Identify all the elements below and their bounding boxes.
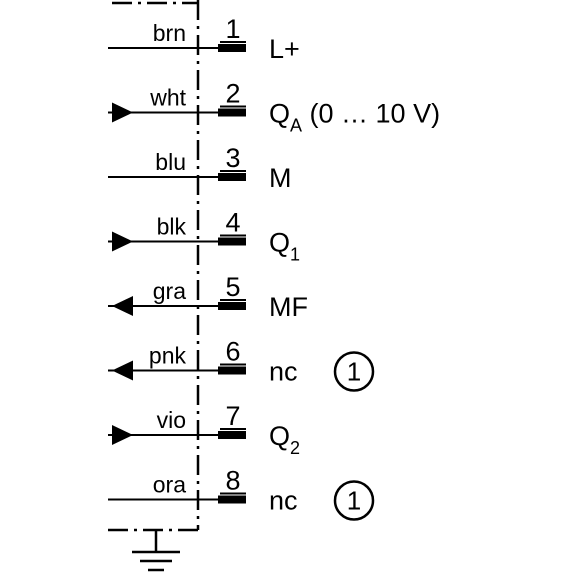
arrow-out-icon xyxy=(112,296,133,316)
contact-bar xyxy=(218,237,246,246)
contact-bar xyxy=(218,495,246,504)
pin-row-3: blu 3M xyxy=(108,143,292,193)
contact-bar xyxy=(218,108,246,117)
pin-row-8: ora 8 nc 1 xyxy=(108,466,375,521)
pin-number: 6 xyxy=(225,337,240,367)
footnote-number: 1 xyxy=(347,486,361,516)
pin-number: 5 xyxy=(225,272,240,302)
ground-icon xyxy=(132,530,180,572)
pin-number: 1 xyxy=(225,14,240,44)
arrow-out-icon xyxy=(112,360,133,381)
contact-bar xyxy=(218,173,246,181)
signal-name: nc xyxy=(269,486,298,516)
pin-row-6: pnk 6 nc 1 xyxy=(108,337,375,392)
pin-number: 4 xyxy=(225,208,240,238)
contact-bar xyxy=(218,366,246,375)
arrow-in-icon xyxy=(112,102,133,123)
signal-name: Q2 xyxy=(269,421,300,458)
pin-number: 2 xyxy=(225,79,240,109)
pin-number: 3 xyxy=(225,143,240,173)
wire-color-label: brn xyxy=(153,20,186,46)
wire-color-label: gra xyxy=(153,278,186,304)
arrow-in-icon xyxy=(112,425,133,445)
pin-row-7: vio 7Q2 xyxy=(108,401,300,458)
housing-outline xyxy=(108,0,200,532)
wire-color-label: vio xyxy=(157,407,186,433)
arrow-in-icon xyxy=(112,231,133,252)
pin-row-1: brn 1L+ xyxy=(108,14,300,64)
wire-color-label: blu xyxy=(155,149,186,175)
wire-color-label: blk xyxy=(157,214,187,240)
contact-bar xyxy=(218,44,246,52)
pin-number: 7 xyxy=(225,401,240,431)
wire-color-label: pnk xyxy=(149,343,187,369)
contact-bar xyxy=(218,302,246,310)
pin-row-4: blk 4Q1 xyxy=(108,208,300,265)
pin-row-2: wht 2 QA (0 … 10 V) xyxy=(108,79,440,136)
signal-name: nc xyxy=(269,357,298,387)
signal-name: M xyxy=(269,163,292,193)
pin-number: 8 xyxy=(225,466,240,496)
footnote-circle-icon xyxy=(333,480,375,521)
signal-name: MF xyxy=(269,292,308,322)
signal-name: Q1 xyxy=(269,228,300,265)
wire-color-label: ora xyxy=(153,472,186,498)
contact-bar xyxy=(218,431,246,439)
wire-color-label: wht xyxy=(149,85,186,111)
footnote-number: 1 xyxy=(347,357,361,387)
signal-name: QA (0 … 10 V) xyxy=(269,99,440,136)
signal-name: L+ xyxy=(269,34,300,64)
pin-row-5: gra 5MF xyxy=(108,272,308,322)
footnote-circle-icon xyxy=(333,351,375,392)
